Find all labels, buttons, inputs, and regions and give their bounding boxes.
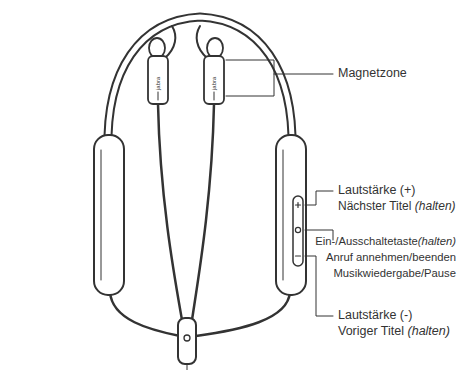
minus-button [296,255,301,256]
left-pod [94,135,124,295]
power-button [295,227,300,232]
hold-hint: (halten) [418,235,456,247]
leader-lines [187,60,333,370]
callout-text: Voriger Titel [338,324,404,338]
hold-hint: (halten) [408,324,450,338]
callout-text: Lautstärke (-) [338,308,412,322]
earbud-detail [158,92,159,100]
right-pod [276,135,306,295]
callout-text: Ein-/Ausschaltetaste [315,235,418,247]
ear-tip [149,38,165,58]
neckband-inner [108,17,292,150]
callout-row: Musikwiedergabe/Pause [333,266,456,281]
callout-text: Anruf annehmen/beenden [326,251,456,263]
ear-wing [197,26,207,58]
callout-row: Voriger Titel (halten) [338,324,450,339]
leader-line [187,364,188,370]
leader-line [305,256,333,316]
inline-remote [178,318,196,364]
pod-seam [283,150,284,280]
callout-row: Lautstärke (-) [338,308,412,323]
callout-text: Lautstärke (+) [338,183,415,197]
left-earbud [148,56,168,104]
callout-row: Ein-/Ausschaltetaste(halten) [315,234,456,249]
leader-line [305,191,333,205]
callout-text: Nächster Titel [338,199,411,213]
callout-text: Musikwiedergabe/Pause [333,267,456,279]
neckband [108,17,292,150]
earbud-detail [214,92,215,100]
brand-logo: jabra [211,77,217,90]
pod-seam [101,150,102,280]
ear-wing [165,26,175,58]
hold-hint: (halten) [415,199,456,213]
leader-line [274,74,333,75]
callout-row: Nächster Titel (halten) [338,199,456,214]
plus-button [296,203,301,208]
callout-row: Lautstärke (+) [338,183,415,198]
cable-right [196,292,290,336]
remote-button [184,335,190,341]
button-strip [293,196,303,266]
cable-left [110,292,180,336]
callout-text: Magnetzone [338,66,407,80]
brand-logo: jabra [155,77,161,90]
earbud-cable-left [158,104,182,320]
magnet-bracket [226,60,274,96]
callout-row: Anruf annehmen/beenden [326,250,456,265]
right-earbud [204,56,224,104]
earbud-cable-right [192,104,214,320]
ear-tip [207,38,223,58]
callout-row: Magnetzone [338,66,407,81]
